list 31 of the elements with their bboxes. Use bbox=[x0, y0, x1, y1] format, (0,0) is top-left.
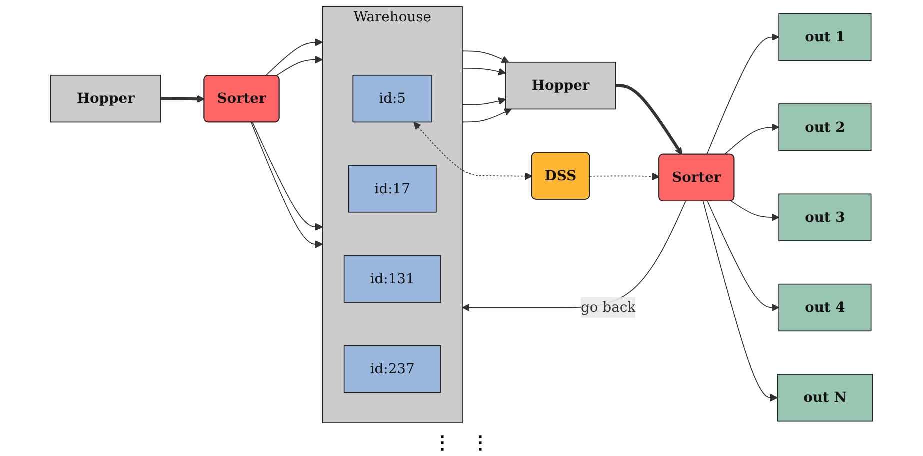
arrow bbox=[462, 68, 506, 76]
arrow bbox=[615, 84, 682, 156]
arrow bbox=[413, 122, 532, 180]
node-box: id:131 bbox=[344, 255, 441, 303]
node-box: id:5 bbox=[352, 74, 432, 123]
arrow bbox=[706, 201, 780, 312]
arrow bbox=[276, 56, 323, 76]
arrow bbox=[266, 38, 323, 76]
arrow bbox=[724, 124, 780, 156]
node-box: out 1 bbox=[778, 13, 872, 62]
node-box: Hopper bbox=[505, 62, 616, 110]
arrow bbox=[706, 33, 780, 156]
arrow bbox=[702, 201, 778, 402]
arrow bbox=[589, 172, 660, 181]
arrow bbox=[160, 95, 205, 103]
ellipsis-dots: ⋮ bbox=[472, 432, 490, 454]
arrow bbox=[462, 50, 510, 64]
node-box: id:237 bbox=[344, 345, 441, 394]
arrow bbox=[462, 97, 506, 106]
arrow bbox=[462, 108, 512, 123]
node-box: out N bbox=[776, 374, 873, 422]
arrow bbox=[250, 122, 323, 248]
ellipsis-dots: ⋮ bbox=[434, 432, 452, 454]
node-box: id:17 bbox=[348, 165, 436, 213]
arrow bbox=[730, 200, 780, 222]
node-box: out 2 bbox=[778, 104, 872, 152]
edge-label: go back bbox=[580, 299, 636, 316]
node-box: Hopper bbox=[50, 74, 161, 123]
node-box: out 4 bbox=[778, 284, 872, 332]
arrow bbox=[252, 122, 323, 231]
node-box: out 3 bbox=[778, 194, 872, 242]
